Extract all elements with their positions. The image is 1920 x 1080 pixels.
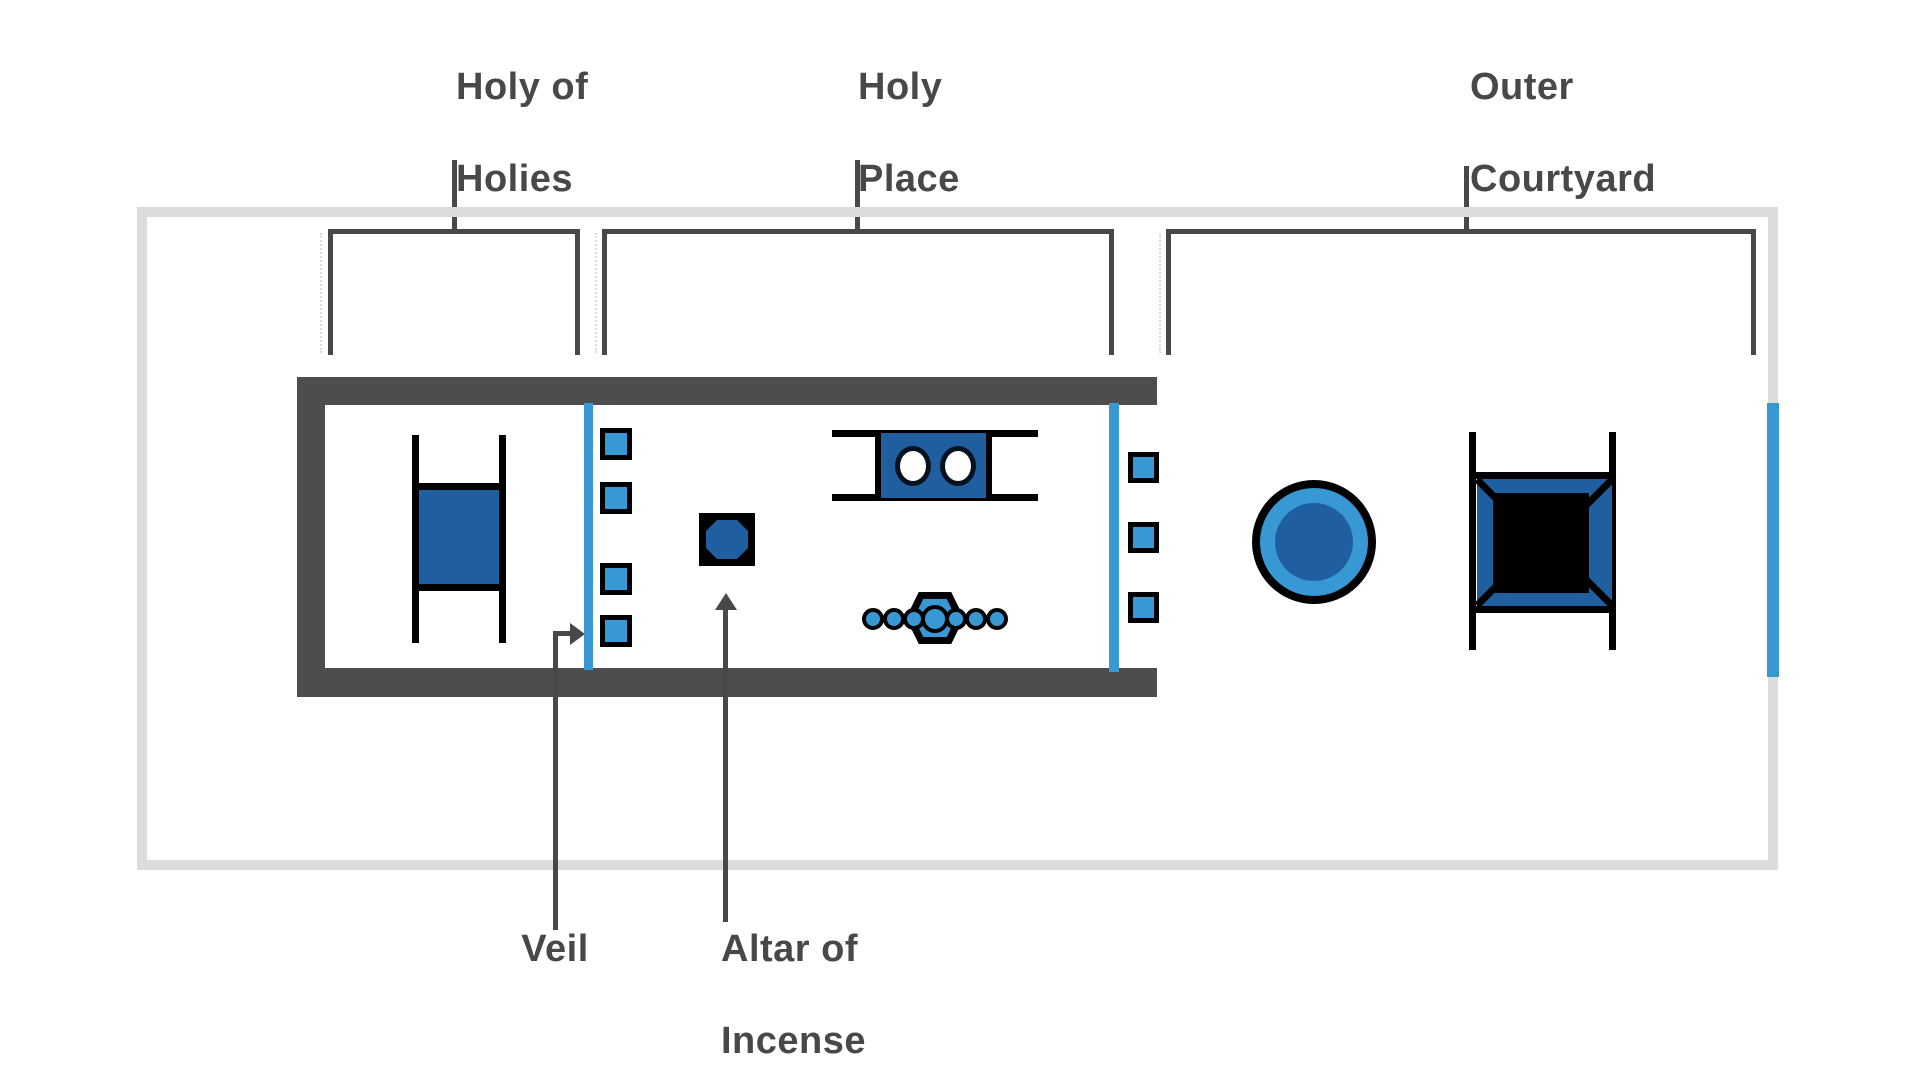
board-icon xyxy=(1128,452,1159,483)
altar-incense-arrow-icon xyxy=(715,593,737,610)
label-outer-courtyard: Outer Courtyard xyxy=(1320,64,1656,200)
connector-line-holy-place xyxy=(855,160,860,232)
burnt-offering-crossbar-top xyxy=(1469,472,1616,479)
lamp-icon xyxy=(862,608,884,630)
label-altar-of-incense: Altar of Incense xyxy=(571,926,871,1062)
dotted-guide xyxy=(1159,233,1161,353)
bracket-holy-place xyxy=(602,229,1114,355)
label-veil: Veil xyxy=(521,928,589,970)
ark-crossbar-top xyxy=(412,483,506,490)
label-line: Courtyard xyxy=(1470,158,1657,200)
label-line: Altar of xyxy=(721,928,858,970)
board-icon xyxy=(600,615,632,647)
showbread-loaf-icon xyxy=(895,446,931,486)
corner-notch xyxy=(737,548,748,559)
label-line: Holy xyxy=(858,66,943,108)
veil-arrow-icon xyxy=(570,623,585,645)
lamp-icon xyxy=(945,608,967,630)
lamp-icon xyxy=(965,608,987,630)
board-icon xyxy=(1128,522,1159,553)
altar-incense-callout-line xyxy=(723,608,728,922)
dotted-guide xyxy=(320,233,322,353)
corner-notch xyxy=(737,520,748,531)
burnt-offering-crossbar-bottom xyxy=(1469,606,1616,613)
lamp-icon xyxy=(883,608,905,630)
label-holy-place: Holy Place xyxy=(708,64,1008,200)
label-line: Holies xyxy=(456,158,574,200)
board-icon xyxy=(600,482,632,514)
laver-basin xyxy=(1275,503,1353,581)
ark-pole-left xyxy=(412,435,419,643)
corner-notch xyxy=(706,548,717,559)
label-line: Incense xyxy=(721,1020,867,1062)
ark-pole-right xyxy=(499,435,506,643)
lamp-icon xyxy=(986,608,1008,630)
label-holy-of-holies: Holy of Holies xyxy=(306,64,606,200)
altar-of-incense-icon xyxy=(699,513,755,566)
holy-place-entrance-curtain xyxy=(1109,403,1119,672)
tabernacle-wall-top xyxy=(297,377,1157,405)
board-icon xyxy=(600,563,632,595)
label-line: Place xyxy=(858,158,960,200)
bracket-outer-courtyard xyxy=(1166,229,1756,355)
burnt-offering-pole-right xyxy=(1609,432,1616,650)
courtyard-entrance-gate xyxy=(1767,403,1779,677)
ark-of-the-covenant-icon xyxy=(419,490,499,584)
board-icon xyxy=(600,428,632,460)
burnt-offering-hearth xyxy=(1493,493,1589,593)
label-line: Holy of xyxy=(456,66,589,108)
tabernacle-wall-left xyxy=(297,377,325,697)
bracket-holy-of-holies xyxy=(328,229,580,355)
board-icon xyxy=(1128,592,1159,623)
showbread-loaf-icon xyxy=(940,446,976,486)
veil-curtain xyxy=(584,403,593,670)
veil-callout-line xyxy=(553,632,558,930)
dotted-guide xyxy=(595,233,597,353)
label-line: Outer xyxy=(1470,66,1574,108)
corner-notch xyxy=(706,520,717,531)
ark-crossbar-bottom xyxy=(412,584,506,591)
veil-callout-line xyxy=(553,631,573,636)
connector-line-outer-courtyard xyxy=(1464,166,1469,232)
burnt-offering-pole-left xyxy=(1469,432,1476,650)
connector-line-holy-of-holies xyxy=(452,160,457,232)
